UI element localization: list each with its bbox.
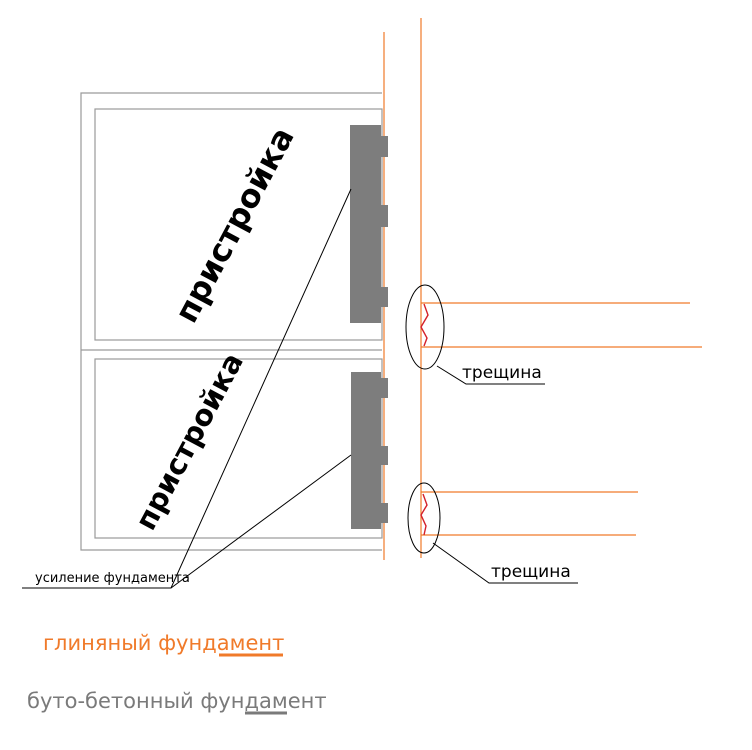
legend-rubble-concrete-label: буто-бетонный фундамент — [27, 689, 327, 713]
annex-bottom-label: пристройка — [128, 347, 250, 535]
legend-clay-label: глиняный фундамент — [43, 631, 284, 655]
legend: глиняный фундамент буто-бетонный фундаме… — [27, 631, 327, 715]
crack-marker-top — [405, 284, 545, 385]
crack-marker-bottom — [407, 482, 578, 584]
reinforcement-leaders — [22, 188, 352, 589]
reinforcement-block-bottom — [351, 372, 388, 529]
clay-foundation-lines — [383, 18, 702, 560]
reinforcement-label: усиление фундамента — [35, 571, 190, 586]
annex-top-label: пристройка — [167, 121, 302, 329]
crack-bottom-label: трещина — [491, 562, 571, 582]
reinforcement-block-top — [350, 125, 388, 323]
annex-outline — [80, 92, 383, 551]
crack-top-label: трещина — [462, 363, 542, 383]
